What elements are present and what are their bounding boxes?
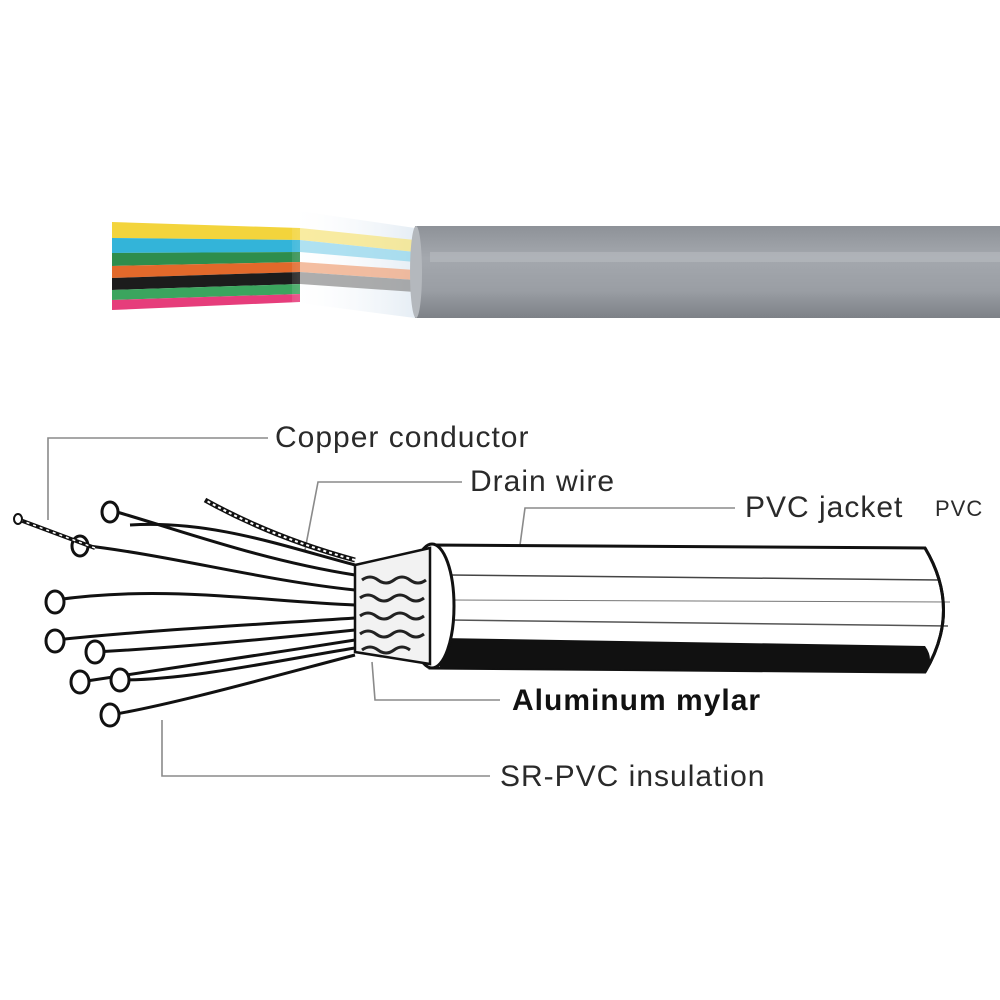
label-aluminum-mylar: Aluminum mylar — [512, 686, 761, 716]
wire-yellow — [112, 222, 300, 240]
leader-sr-pvc-insulation — [162, 720, 490, 776]
pvc-jacket-body — [410, 544, 950, 672]
jacket-end — [410, 226, 422, 318]
drain-wire — [205, 500, 355, 560]
label-copper-conductor: Copper conductor — [275, 423, 529, 453]
label-drain-wire: Drain wire — [470, 467, 615, 497]
leader-pvc-jacket — [520, 508, 735, 545]
wire-blue — [112, 238, 300, 253]
insulated-conductors — [55, 510, 355, 715]
leader-drain-wire — [305, 482, 462, 550]
aluminum-mylar-shield — [355, 548, 430, 664]
cable-cutaway-illustration — [0, 360, 1000, 1000]
leader-copper-conductor — [48, 438, 268, 520]
label-pvc-jacket-suffix: PVC — [935, 498, 983, 520]
copper-conductor — [14, 514, 95, 548]
colored-conductors — [112, 222, 300, 310]
jacket-highlight — [430, 252, 1000, 262]
cable-photo-illustration — [0, 0, 1000, 360]
gray-jacket — [415, 226, 1000, 318]
label-pvc-jacket: PVC jacket — [745, 493, 903, 523]
label-sr-pvc-insulation: SR-PVC insulation — [500, 762, 765, 792]
conductor-1 — [110, 510, 355, 575]
